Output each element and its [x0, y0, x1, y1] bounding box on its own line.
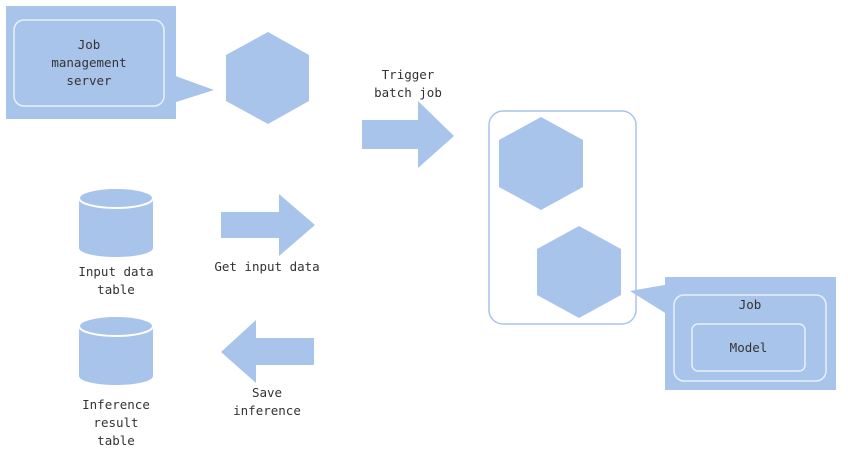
- batch-hexagon-top-icon: [499, 117, 583, 210]
- batch-hexagon-bottom-icon: [537, 226, 621, 318]
- server-hexagon-icon: [226, 32, 309, 124]
- job-callout: [630, 277, 836, 390]
- job-label: Job: [738, 297, 762, 312]
- trigger-batch-job-label: Trigger batch job: [374, 67, 442, 100]
- trigger-arrow: [362, 101, 454, 168]
- job-management-server-box: [6, 6, 176, 119]
- save-inference-arrow: [221, 320, 314, 383]
- get-input-data-arrow: [221, 194, 315, 256]
- job-management-server-inner-box: [13, 19, 165, 107]
- get-input-data-label: Get input data: [214, 259, 320, 274]
- job-inner-box: [673, 294, 827, 382]
- job-box: [665, 277, 836, 390]
- job-callout-pointer: [630, 284, 670, 316]
- job-management-server-callout-pointer: [170, 74, 214, 104]
- inference-result-table-icon: [78, 315, 154, 385]
- job-management-server-label: Job management server: [51, 37, 127, 88]
- input-data-table-label: Input data table: [78, 264, 154, 297]
- save-inference-label: Save inference: [233, 385, 301, 418]
- model-label: Model: [729, 340, 768, 355]
- inference-result-table-label: Inference result table: [82, 397, 150, 448]
- model-box: [691, 323, 806, 372]
- input-data-table-icon: [78, 187, 154, 257]
- job-management-server-callout: [6, 6, 214, 119]
